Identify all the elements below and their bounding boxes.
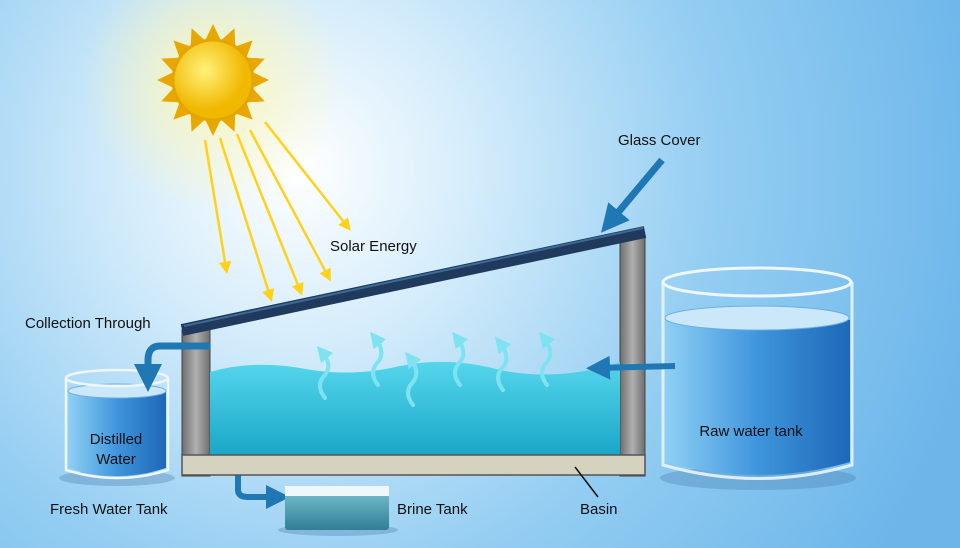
ray (203, 139, 232, 275)
ray (264, 121, 351, 231)
vapor-arrows (316, 331, 556, 407)
sun-spike (205, 119, 221, 136)
ray (235, 133, 304, 296)
ray (248, 129, 331, 282)
ray (218, 137, 275, 302)
sun-spike (173, 40, 191, 58)
label-basin: Basin (580, 501, 618, 518)
basin (181, 454, 646, 476)
brine-tank (278, 486, 398, 536)
sun-spike (252, 72, 269, 88)
label-distilled-water-2: Water (96, 451, 135, 468)
solar-rays (203, 121, 351, 302)
raw-water-inlet-arrow (586, 355, 676, 380)
sun-spike (205, 24, 221, 41)
sun-spike (157, 72, 174, 88)
label-distilled-water-1: Distilled (90, 431, 143, 448)
sun-spike (235, 40, 253, 58)
collection-pipe (134, 342, 210, 392)
label-raw-water-tank: Raw water tank (699, 423, 803, 440)
left-wall (181, 329, 211, 477)
raw-water-tank (660, 266, 856, 490)
label-glass-cover: Glass Cover (618, 132, 701, 149)
glass-cover-pointer-arrow (601, 157, 665, 233)
label-brine-tank: Brine Tank (397, 501, 468, 518)
label-collection-through: Collection Through (25, 315, 151, 332)
sun-spike (235, 102, 253, 120)
sun-spike (173, 102, 191, 120)
right-wall (619, 235, 646, 477)
label-fresh-water-tank: Fresh Water Tank (50, 501, 168, 518)
label-solar-energy: Solar Energy (330, 238, 417, 255)
sun-icon (83, 0, 343, 210)
water-basin-water (210, 361, 620, 456)
brine-pipe (235, 475, 290, 509)
fresh-water-tank (59, 368, 175, 486)
glass-cover (180, 226, 647, 336)
basin-pointer (574, 466, 599, 498)
